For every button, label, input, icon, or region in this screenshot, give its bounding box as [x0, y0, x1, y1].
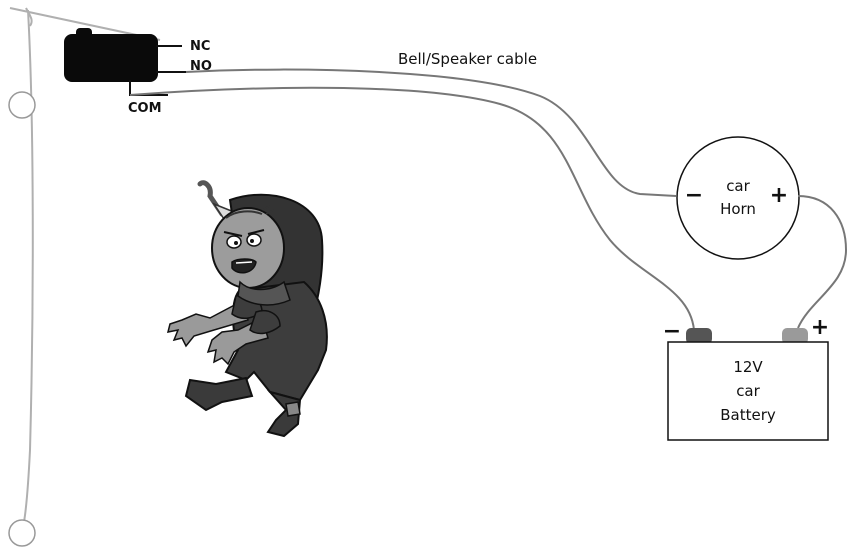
car-horn-body — [676, 136, 800, 260]
battery-minus-label: − — [663, 319, 681, 344]
micro-switch: NC NO COM — [64, 28, 212, 116]
cable-wire-no — [185, 68, 677, 197]
micro-switch-body — [64, 34, 158, 82]
zombie-illustration — [166, 180, 328, 438]
battery-label-line3: Battery — [720, 406, 776, 424]
cable-label: Bell/Speaker cable — [398, 50, 537, 68]
battery-terminal-negative — [686, 328, 712, 344]
horn-label-line2: Horn — [720, 200, 756, 218]
car-battery: 12V car Battery − + — [663, 315, 829, 441]
switch-nc-label: NC — [190, 39, 210, 54]
battery-terminal-positive — [782, 328, 808, 344]
battery-plus-label: + — [811, 315, 829, 340]
battery-label-line1: 12V — [733, 358, 763, 376]
horn-plus-label: + — [770, 183, 788, 208]
trip-wire-ring-top — [8, 91, 36, 119]
switch-com-label: COM — [128, 101, 162, 116]
battery-label-line2: car — [736, 382, 760, 400]
cable-wire-com — [129, 86, 695, 331]
battery-body — [667, 341, 829, 441]
horn-minus-label: − — [685, 183, 703, 208]
car-horn: car Horn − + — [676, 136, 800, 260]
speaker-cable: Bell/Speaker cable — [129, 50, 695, 331]
horn-label-line1: car — [726, 177, 750, 195]
zombie-head — [211, 207, 285, 289]
trip-wire-ring-bottom — [8, 519, 36, 547]
wire-horn-to-battery-positive — [797, 195, 848, 329]
trip-wire — [8, 7, 161, 547]
